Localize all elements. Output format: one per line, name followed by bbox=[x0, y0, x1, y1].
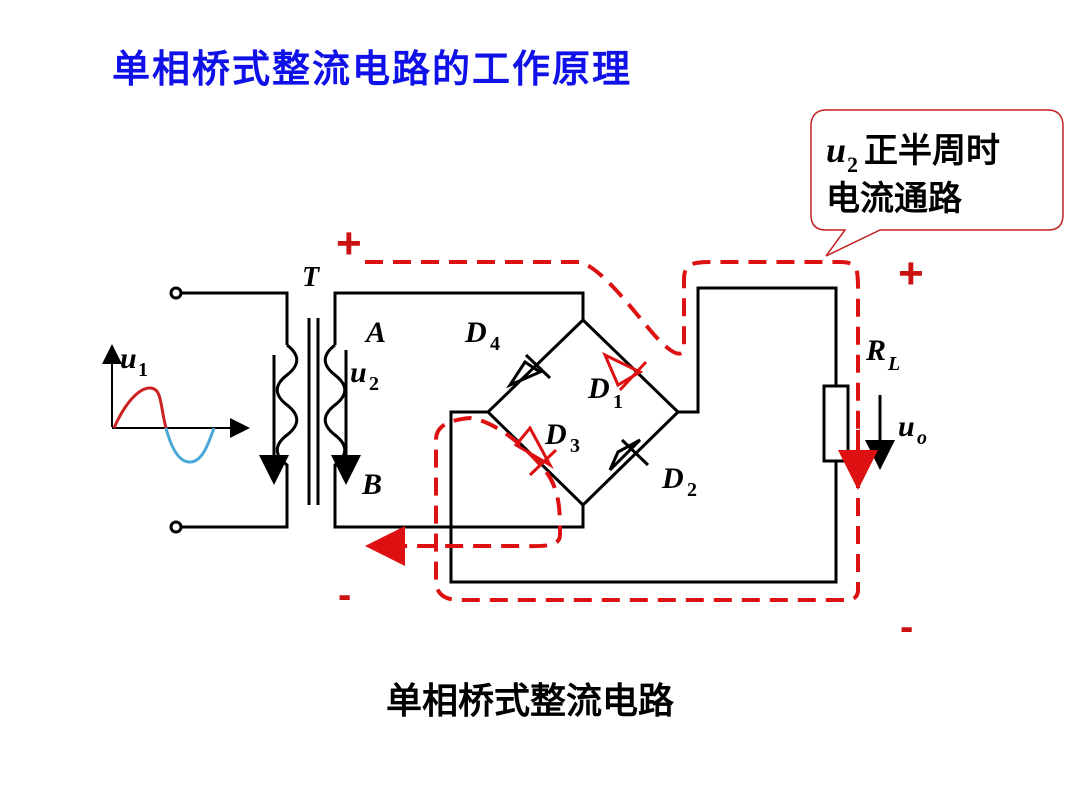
primary-wire-bottom bbox=[181, 475, 289, 529]
diagram-caption: 单相桥式整流电路 bbox=[386, 681, 675, 722]
label-RL: R bbox=[865, 334, 886, 367]
current-path bbox=[365, 260, 860, 602]
transformer-core bbox=[307, 318, 320, 505]
label-D1: D bbox=[587, 372, 610, 405]
current-path-lower bbox=[395, 415, 860, 602]
diode-D4 bbox=[506, 359, 544, 389]
callout-line1: 正半周时 bbox=[864, 131, 1000, 171]
diode-bridge bbox=[485, 317, 681, 508]
label-u1-sub: 1 bbox=[138, 359, 148, 381]
label-B: B bbox=[361, 468, 382, 501]
label-u2-sub: 2 bbox=[369, 373, 379, 395]
slide-title: 单相桥式整流电路的工作原理 bbox=[112, 46, 633, 91]
label-uo-sub: o bbox=[917, 427, 927, 449]
callout-var: u bbox=[826, 130, 846, 170]
label-uo: u bbox=[898, 410, 915, 443]
minus-right: - bbox=[900, 605, 913, 649]
callout-bubble: u 2 正半周时 电流通路 bbox=[810, 109, 1064, 257]
label-D3: D bbox=[544, 418, 567, 451]
label-D2: D bbox=[661, 462, 684, 495]
secondary-coil bbox=[323, 343, 347, 475]
label-D2-sub: 2 bbox=[687, 479, 697, 501]
u1-positive-half bbox=[112, 386, 168, 429]
input-terminal-top bbox=[169, 286, 183, 300]
label-D1-sub: 1 bbox=[613, 391, 623, 413]
current-path-upper bbox=[365, 260, 860, 470]
u1-negative-half bbox=[164, 427, 216, 464]
callout-var-sub: 2 bbox=[847, 152, 858, 177]
label-D4: D bbox=[464, 316, 487, 349]
primary-coil bbox=[275, 343, 299, 475]
label-D4-sub: 4 bbox=[490, 333, 500, 355]
label-T: T bbox=[302, 262, 321, 293]
output-wire-bottom bbox=[449, 410, 838, 584]
wire-B-to-bridge-bottom bbox=[333, 475, 585, 529]
label-A: A bbox=[364, 316, 386, 349]
primary-circuit bbox=[169, 286, 299, 534]
plus-left: + bbox=[336, 219, 362, 268]
input-terminal-bottom bbox=[169, 520, 183, 534]
output-wire-top bbox=[678, 286, 838, 414]
diode-D2-bar bbox=[620, 438, 650, 467]
callout-line2: 电流通路 bbox=[826, 179, 963, 219]
load-resistor bbox=[822, 384, 850, 463]
wire-A-to-bridge-top bbox=[333, 291, 585, 345]
label-u1: u bbox=[120, 342, 137, 375]
output-circuit bbox=[449, 286, 850, 584]
plus-right: + bbox=[898, 249, 924, 298]
callout-shape bbox=[810, 109, 1064, 257]
secondary-circuit bbox=[323, 291, 585, 529]
label-u2: u bbox=[350, 356, 367, 389]
minus-left: - bbox=[338, 573, 351, 617]
label-D3-sub: 3 bbox=[570, 435, 580, 457]
diode-D4-bar bbox=[524, 353, 552, 380]
diode-D1-bar bbox=[618, 360, 648, 392]
diode-D3-bar bbox=[528, 448, 558, 477]
u1-waveform bbox=[102, 344, 250, 464]
label-RL-sub: L bbox=[887, 353, 900, 375]
primary-wire-top bbox=[181, 291, 289, 345]
bridge-diamond bbox=[485, 317, 681, 508]
